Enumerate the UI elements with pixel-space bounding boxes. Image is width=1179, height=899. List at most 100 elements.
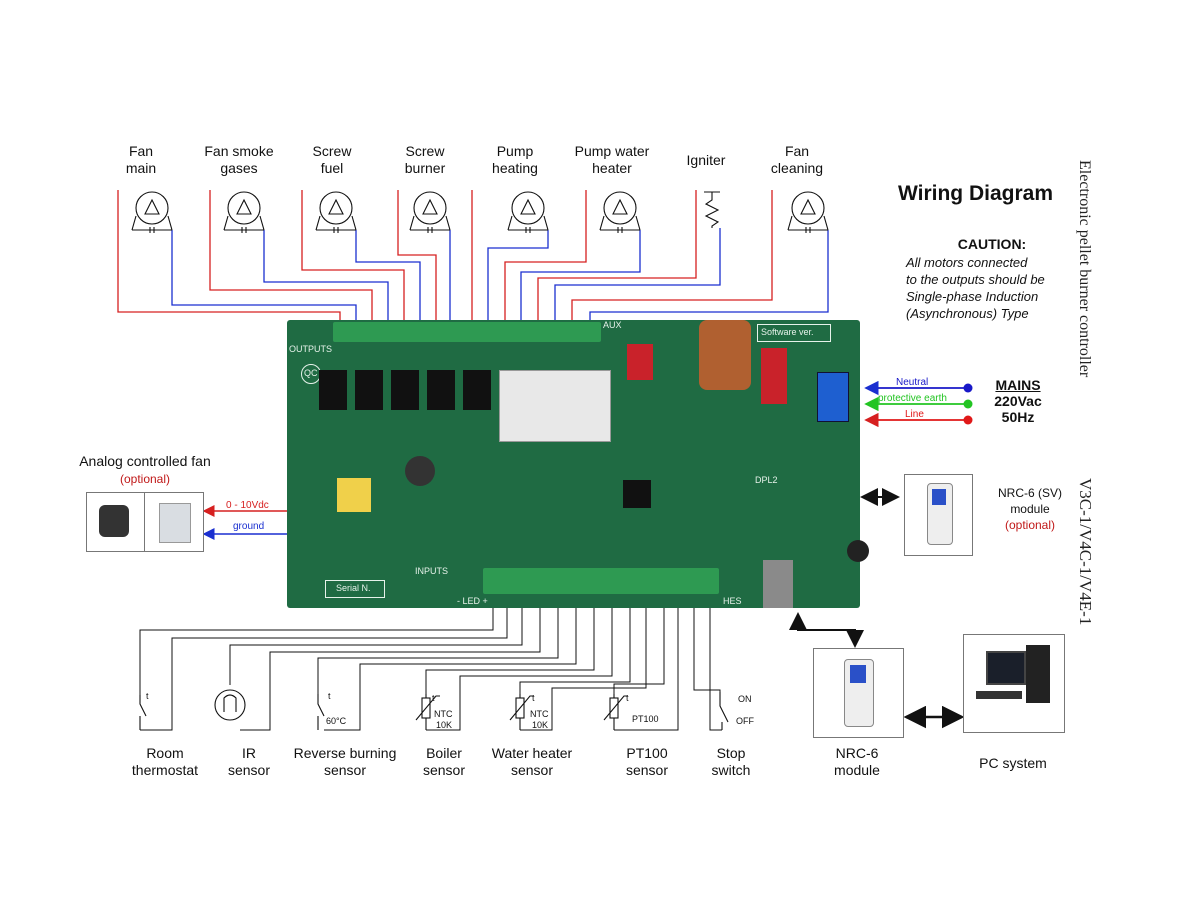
relay (463, 370, 491, 410)
relay-module (499, 370, 611, 442)
caution-line: to the outputs should be (906, 272, 1045, 287)
versions-vertical-label: V3C-1/V4C-1/V4E-1 (1076, 478, 1095, 626)
ir-sensor-icon (214, 689, 246, 721)
stop-switch-icon (719, 692, 729, 730)
inductor (699, 320, 751, 390)
led-board-label: - LED + (457, 596, 488, 606)
screen-icon (850, 665, 866, 683)
motor-icon (787, 191, 829, 233)
analog-fan-optional: (optional) (119, 472, 171, 486)
motor-icon (315, 191, 357, 233)
reverse-note: 60°C (326, 716, 347, 726)
outputs-board-label: OUTPUTS (289, 344, 333, 354)
tower-icon (1026, 645, 1050, 703)
mains-wiring (864, 380, 973, 428)
motor-icon (599, 191, 641, 233)
thermostat-switch-icon (139, 695, 147, 730)
water-10k: 10K (532, 720, 549, 730)
motor-icon (507, 191, 549, 233)
nrc6-sv-label: NRC-6 (SV)module(optional) (997, 486, 1062, 532)
mains-spec: MAINS 220Vac 50Hz (994, 377, 1042, 425)
caution-line: All motors connected (906, 255, 1028, 270)
transformer (337, 478, 371, 512)
output-wiring (117, 190, 829, 328)
relay (355, 370, 383, 410)
capacitor (761, 348, 787, 404)
pc-image (963, 634, 1065, 733)
reverse-sensor-switch-icon (317, 694, 325, 730)
water-ntc: NTC (530, 709, 549, 719)
keypad-device-icon (927, 483, 953, 545)
neutral-label: Neutral (896, 377, 929, 388)
boiler-10k: 10K (436, 720, 453, 730)
reverse-symbol: t (328, 691, 331, 701)
output-terminal-block (333, 322, 601, 342)
output-label-igniter: Igniter (686, 152, 726, 168)
motor-icon (409, 191, 451, 233)
fan-blower-icon (99, 505, 129, 537)
hes-board-label: HES (723, 596, 742, 606)
rj-connector (763, 560, 793, 608)
inputs-board-label: INPUTS (415, 566, 449, 576)
water-symbol: t (532, 693, 535, 703)
ntc-icon (509, 694, 534, 730)
earth-label: protective earth (878, 393, 947, 404)
stop-on-label: ON (738, 694, 752, 704)
analog-fan-title: Analog controlled fan (79, 453, 211, 469)
motor-icon (131, 191, 173, 233)
electrolytic-capacitor (847, 540, 869, 562)
nrc6-module-image (813, 648, 904, 738)
mains-terminal (817, 372, 849, 422)
sensor-symbols (139, 689, 729, 730)
aux-board-label: AUX (603, 320, 622, 330)
boiler-ntc: NTC (434, 709, 453, 719)
caution-note: CAUTION: All motors connected to the out… (906, 236, 1078, 322)
caution-heading: CAUTION: (957, 236, 1027, 252)
fan-controller-icon (159, 503, 191, 543)
pc-label: PC system (979, 755, 1047, 771)
motor-icon (223, 191, 265, 233)
input-wiring (139, 598, 722, 731)
screen-icon (932, 489, 946, 505)
relay (391, 370, 419, 410)
nrc6-sv-module-image (904, 474, 973, 556)
controller-board: OUTPUTS AUX Software ver. DPL2 QC INPUTS… (287, 320, 869, 608)
electrolytic-capacitor (405, 456, 435, 486)
signal-label: 0 - 10Vdc (226, 500, 269, 511)
qc-stamp: QC (301, 364, 321, 384)
ntc-icon (415, 694, 440, 730)
motor-symbols (131, 191, 829, 233)
caution-line: (Asynchronous) Type (906, 306, 1029, 321)
serial-number-box: Serial N. (325, 580, 385, 598)
pt100-symbol: t (626, 693, 629, 703)
nrc6-link (789, 612, 864, 648)
dpl2-board-label: DPL2 (755, 475, 778, 485)
monitor-icon (986, 651, 1026, 685)
ground-label: ground (233, 521, 265, 532)
boiler-symbol: t (432, 693, 435, 703)
capacitor (627, 344, 653, 380)
diagram-title: Wiring Diagram (898, 182, 1053, 205)
software-version-box: Software ver. (757, 324, 831, 342)
input-terminal-block (483, 568, 719, 594)
resistor-icon (704, 191, 720, 228)
caution-line: Single-phase Induction (906, 289, 1039, 304)
pt100-icon (603, 694, 628, 730)
pt100-note: PT100 (632, 714, 659, 724)
keyboard-icon (976, 691, 1022, 699)
